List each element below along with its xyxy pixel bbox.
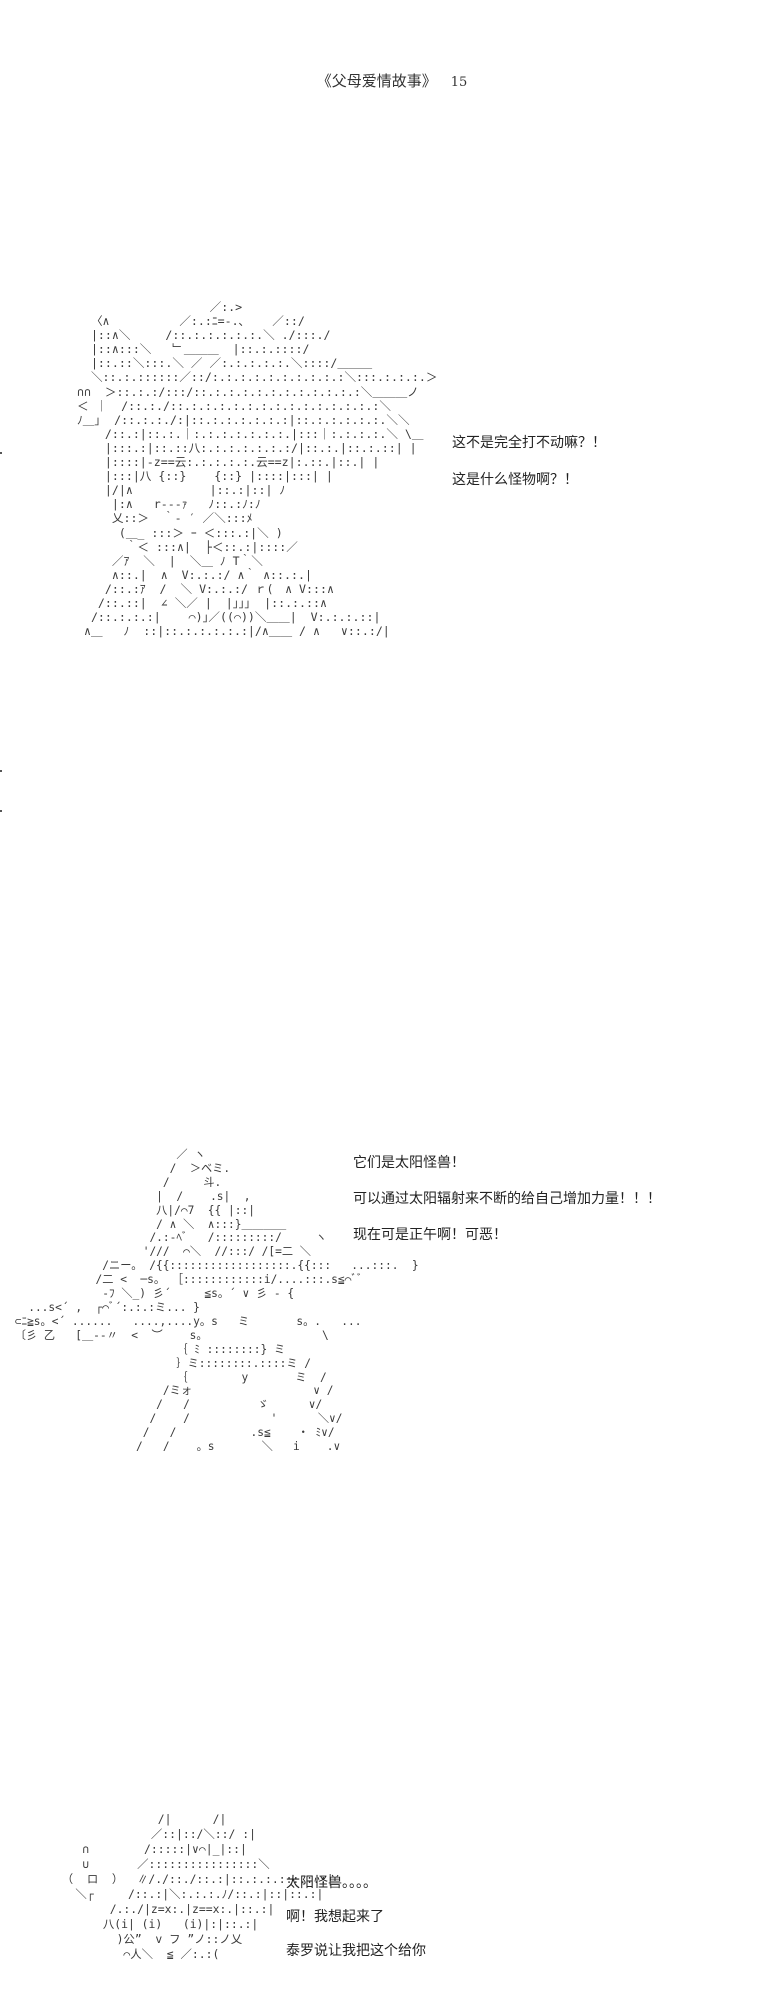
dialogue-line: 这是什么怪物啊？！ xyxy=(452,472,578,488)
margin-dot xyxy=(0,452,2,454)
ascii-art-character-panel-3: /| /| ／::|::/＼::/ :| ∩ /:::::|∨⌒|_|::| ∪… xyxy=(61,1812,334,1961)
dialogue-line: 可以通过太阳辐射来不断的给自己增加力量！！！ xyxy=(353,1191,661,1207)
chapter-title: 《父母爱情故事》 xyxy=(316,72,437,90)
dialogue-line: 泰罗说让我把这个给你 xyxy=(286,1943,426,1959)
dialogue-line: 太阳怪兽。。。。 xyxy=(286,1875,377,1891)
ascii-art-character-panel-2: ／ ヽ / ＞ベミ. / 斗. | / .s| , 八|/⌒7 {{ |::| … xyxy=(14,1148,419,1454)
margin-dot xyxy=(0,770,2,772)
dialogue-line: 它们是太阳怪兽！ xyxy=(353,1155,465,1171)
page-number: 15 xyxy=(450,75,468,90)
dialogue-line: 啊！我想起来了 xyxy=(286,1909,384,1925)
dialogue-line: 现在可是正午啊！可恶！ xyxy=(353,1227,507,1243)
ascii-art-character-panel-1: ／:.> 〈∧ ／:.:ﾆ=-.､ ／::/ |::∧＼ /::.:.:.:.:… xyxy=(76,300,438,639)
margin-dot xyxy=(0,810,2,812)
page-header: 《父母爱情故事》 15 xyxy=(0,70,784,91)
dialogue-line: 这不是完全打不动嘛？！ xyxy=(452,435,606,451)
